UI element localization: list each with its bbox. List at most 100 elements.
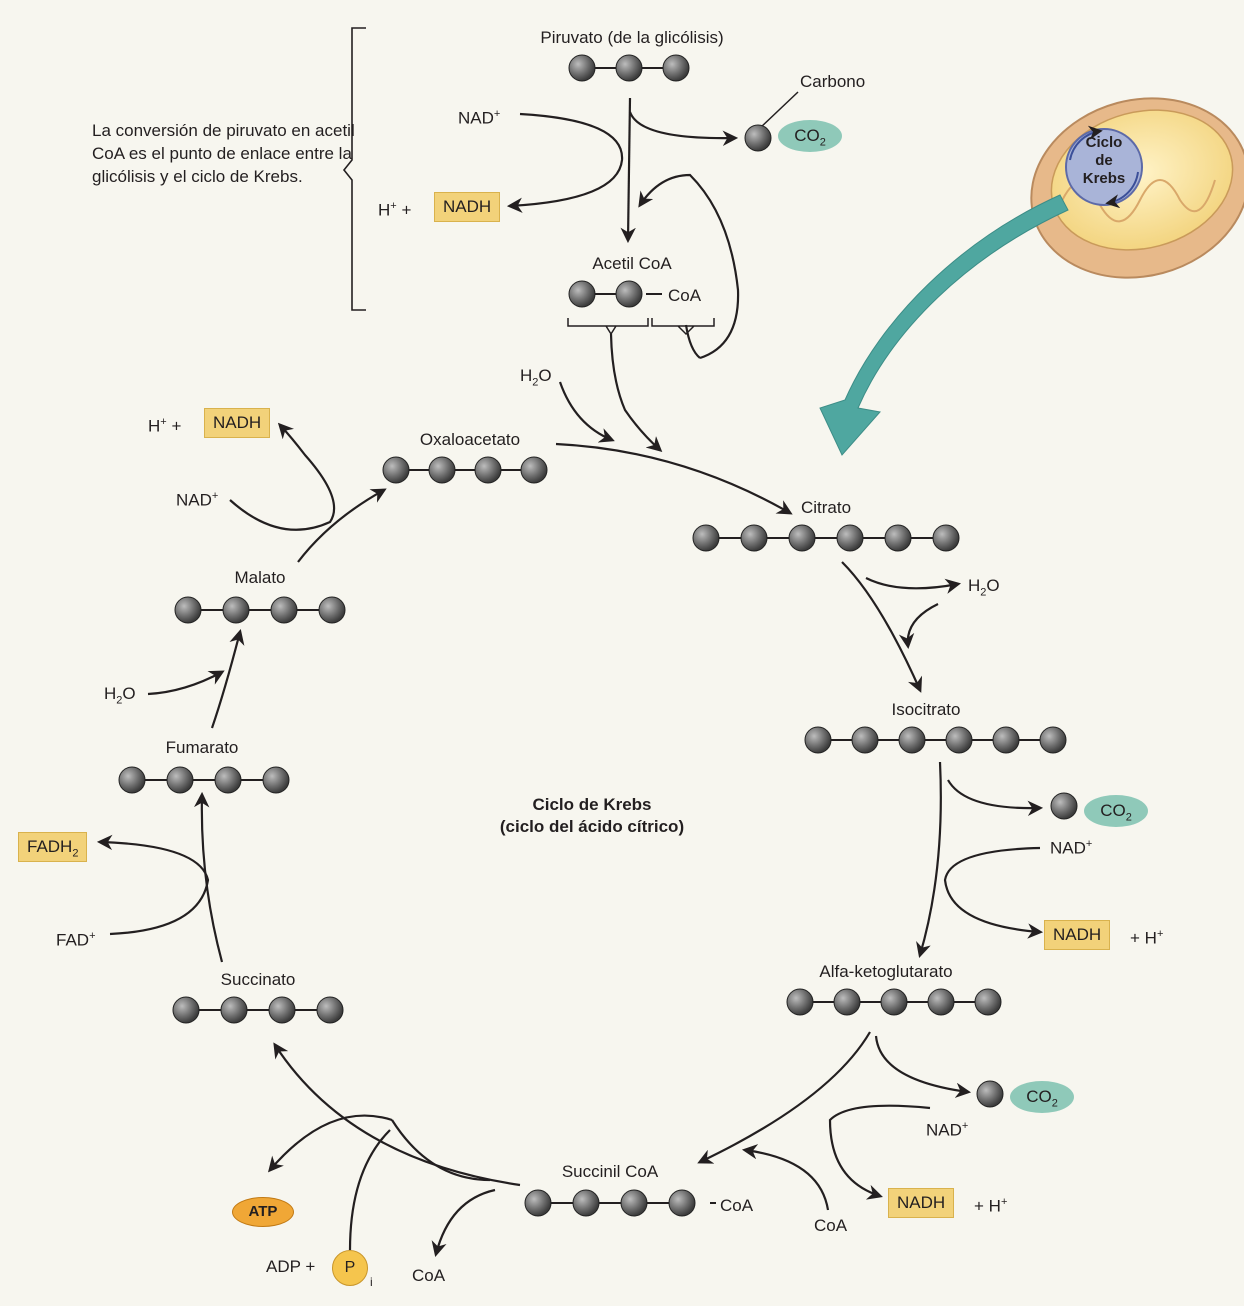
label-acetil-coa: Acetil CoA — [592, 254, 672, 273]
carbon-atom — [166, 766, 194, 794]
note-bracket — [342, 27, 366, 311]
nadh-box-1: NADH — [434, 192, 501, 222]
sub: 2 — [532, 376, 539, 389]
carbon-atom — [945, 726, 973, 754]
nad-text: NAD — [926, 1120, 962, 1140]
carbon-atom — [174, 596, 202, 624]
sup: + — [160, 416, 167, 428]
carbon-atom — [932, 524, 960, 552]
mito-label-1: Ciclo — [1085, 134, 1123, 151]
sup: + — [1085, 838, 1093, 850]
carbon-atom — [833, 988, 861, 1016]
label-succinato: Succinato — [220, 970, 296, 989]
label-malato: Malato — [234, 568, 286, 587]
plus: + — [974, 1196, 984, 1216]
co2-ellipse-2: CO2 — [1084, 795, 1148, 827]
label-nad-3: NAD+ — [1050, 834, 1092, 859]
acetyl-bracket-left — [567, 318, 649, 336]
carbon-atom — [262, 766, 290, 794]
mito-label-3: Krebs — [1082, 170, 1126, 187]
h-text: H — [988, 1196, 1001, 1216]
h-text: H — [968, 576, 981, 595]
co-text: CO — [1026, 1087, 1052, 1106]
label-h-plus-1: H+ + — [378, 196, 411, 221]
co2-ellipse-3: CO2 — [1010, 1081, 1074, 1113]
carbon-atom — [474, 456, 502, 484]
chain-succinil-coa — [524, 1189, 696, 1217]
h-text: H — [378, 200, 391, 220]
carbon-atom — [740, 524, 768, 552]
acetyl-bracket-right — [651, 318, 715, 336]
carbon-atom — [744, 124, 772, 152]
label-nad-4: NAD+ — [926, 1116, 968, 1141]
carbon-atom — [974, 988, 1002, 1016]
carbon-atom — [214, 766, 242, 794]
sup: + — [1000, 1196, 1008, 1208]
label-coa-out: CoA — [412, 1266, 446, 1285]
nad-text: NAD — [176, 490, 212, 510]
label-coa-acetyl: CoA — [668, 286, 702, 305]
cycle-title-line2: (ciclo del ácido cítrico) — [499, 817, 685, 836]
carbon-atom — [520, 456, 548, 484]
label-coa-succinil: CoA — [720, 1196, 754, 1215]
carbon-atom — [884, 524, 912, 552]
label-i: i — [370, 1275, 373, 1289]
carbon-atom — [382, 456, 410, 484]
fadh-text: FADH — [27, 837, 73, 856]
carbon-atom — [836, 524, 864, 552]
sub: 2 — [1051, 1097, 1058, 1110]
carbon-atom — [524, 1189, 552, 1217]
sup: + — [390, 200, 397, 212]
carbon-atom — [428, 456, 456, 484]
carbon-atom — [1039, 726, 1067, 754]
cycle-title: Ciclo de Krebs (ciclo del ácido cítrico) — [492, 794, 692, 838]
atp-badge: ATP — [232, 1197, 294, 1227]
carbon-atom — [662, 54, 690, 82]
sub: 2 — [72, 847, 79, 860]
carbon-atom — [976, 1080, 1004, 1108]
chain-isocitrato — [804, 726, 1067, 754]
nadh-box-2: NADH — [204, 408, 271, 438]
label-citrato: Citrato — [800, 498, 852, 517]
carbon-atom — [318, 596, 346, 624]
sub: 2 — [116, 694, 123, 707]
carbon-atom — [804, 726, 832, 754]
chain-succinato — [172, 996, 344, 1024]
label-h-plus-4: + H+ — [974, 1192, 1007, 1217]
carbon-atom — [880, 988, 908, 1016]
co-text: CO — [1100, 801, 1126, 820]
chain-alfa-ketoglutarato — [786, 988, 1002, 1016]
carbon-atom — [668, 1189, 696, 1217]
chain-piruvato — [568, 54, 690, 82]
plus: + — [171, 416, 182, 436]
carbon-atom — [572, 1189, 600, 1217]
label-nad-2: NAD+ — [176, 486, 218, 511]
co-text: CO — [794, 126, 820, 145]
label-oxaloacetato: Oxaloacetato — [419, 430, 521, 449]
cycle-title-line1: Ciclo de Krebs — [532, 795, 652, 814]
h-text: H — [520, 366, 533, 385]
carbon-atom — [898, 726, 926, 754]
sup: + — [493, 108, 501, 120]
h-text: H — [148, 416, 161, 436]
sub: 2 — [980, 586, 987, 599]
molecule-chains — [118, 54, 1067, 1217]
carbon-atom — [270, 596, 298, 624]
chain-acetil-coa — [568, 280, 643, 308]
plus: + — [1130, 928, 1140, 948]
carbon-atom — [1050, 792, 1078, 820]
label-alfa-ketoglutarato: Alfa-ketoglutarato — [819, 962, 953, 981]
fadh2-box: FADH2 — [18, 832, 88, 862]
carbon-atom — [788, 524, 816, 552]
h-text: H — [1144, 928, 1157, 948]
mitochondrion-illustration — [1030, 97, 1244, 279]
reaction-arrows — [96, 97, 1044, 1257]
label-succinil-coa: Succinil CoA — [561, 1162, 659, 1181]
label-isocitrato: Isocitrato — [891, 700, 961, 719]
sub: 2 — [819, 136, 826, 149]
chain-oxaloacetato — [382, 456, 548, 484]
nadh-box-3: NADH — [1044, 920, 1111, 950]
chain-fumarato — [118, 766, 290, 794]
label-carbono: Carbono — [800, 72, 866, 91]
chain-malato — [174, 596, 346, 624]
